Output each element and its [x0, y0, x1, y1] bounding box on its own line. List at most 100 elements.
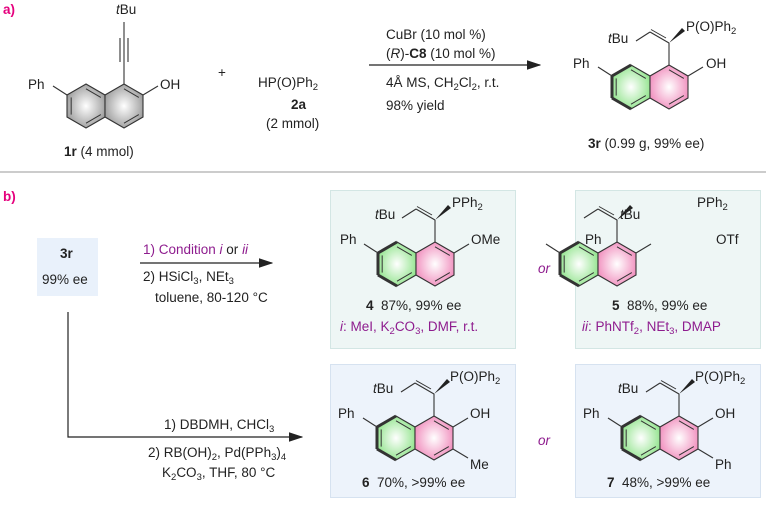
tbu-bond — [583, 208, 599, 219]
double-bond — [395, 420, 412, 430]
wedge-bond — [669, 28, 685, 43]
compound-1r-label: 1r (4 mmol) — [64, 144, 134, 159]
ph-bond — [597, 66, 613, 77]
vinyl-double-bond — [659, 382, 680, 395]
right-ring — [597, 241, 637, 287]
double-bond — [433, 446, 450, 456]
vinyl-double-bond — [415, 380, 432, 390]
p7-result: 7 48%, >99% ee — [607, 475, 711, 490]
reagent-formula: HP(O)Ph2 — [258, 75, 319, 93]
p4-ph: Ph — [340, 232, 357, 247]
double-bond — [434, 272, 451, 282]
ph-bond — [363, 243, 379, 254]
double-bond — [630, 95, 647, 105]
vinyl-double-bond — [415, 208, 436, 221]
p4-ome: OMe — [471, 232, 501, 247]
right-ring — [414, 415, 454, 461]
r2-bond — [687, 66, 704, 77]
product-tbu-label: tBu — [608, 31, 629, 46]
double-bond — [123, 114, 140, 124]
double-bond — [678, 446, 695, 456]
wedge-bond — [435, 205, 451, 220]
p7-oh: OH — [715, 406, 736, 421]
p5-result: 5 88%, 99% ee — [612, 298, 708, 313]
start-ee: 99% ee — [42, 272, 88, 287]
bold-bond — [377, 273, 398, 288]
route2-step3: K2CO3, THF, 80 °C — [162, 465, 276, 483]
bold-bond — [377, 240, 398, 255]
p7-ph: Ph — [583, 406, 600, 421]
vinyl-double-bond — [650, 29, 667, 39]
right-ring — [415, 241, 455, 287]
double-bond — [123, 88, 140, 98]
section-label-a: a) — [3, 2, 16, 17]
start-id: 3r — [60, 246, 73, 261]
r2-bond — [697, 417, 714, 428]
product-oh-label: OH — [706, 56, 727, 71]
condition-line-2: (R)-C8 (10 mol %) — [386, 46, 496, 61]
right-ring — [649, 64, 689, 110]
p6-oh: OH — [470, 406, 491, 421]
p5-otf: OTf — [716, 232, 739, 247]
section-label-b: b) — [3, 189, 16, 204]
double-bond — [616, 272, 633, 282]
condition-line-1: CuBr (10 mol %) — [386, 27, 486, 42]
bold-bond — [611, 96, 632, 111]
vinyl-double-bond — [416, 206, 433, 216]
product-p-label: P(O)Ph2 — [686, 19, 737, 37]
bold-bond — [621, 447, 642, 462]
p7-ph2: Ph — [715, 457, 732, 472]
double-bond — [578, 272, 595, 282]
or-label-top: or — [538, 261, 551, 276]
double-bond — [85, 88, 102, 98]
ph-label: Ph — [28, 77, 45, 92]
p5-pph2: PPh2 — [697, 195, 728, 213]
ph-bond — [52, 85, 68, 96]
r2-bond — [453, 243, 470, 254]
vinyl-double-bond — [649, 31, 670, 44]
double-bond — [434, 246, 451, 256]
vinyl-double-bond — [414, 382, 435, 395]
bold-bond — [376, 447, 397, 462]
p4-tbu: tBu — [375, 207, 396, 222]
double-bond — [668, 95, 685, 105]
p5-tbu: tBu — [620, 207, 641, 222]
double-bond — [395, 446, 412, 456]
ph-bond — [545, 243, 561, 254]
p7-p: P(O)Ph2 — [695, 369, 746, 387]
p4-pph2: PPh2 — [452, 195, 483, 213]
route1-step2: 2) HSiCl3, NEt3 — [143, 269, 234, 287]
right-ring — [659, 415, 699, 461]
double-bond — [616, 246, 633, 256]
p7-tbu: tBu — [618, 381, 639, 396]
product-ph-label: Ph — [573, 56, 590, 71]
double-bond — [396, 272, 413, 282]
p6-ph: Ph — [338, 406, 355, 421]
double-bond — [396, 246, 413, 256]
wedge-bond — [617, 205, 633, 220]
double-bond — [85, 114, 102, 124]
right-ring — [104, 83, 144, 129]
p6-tbu: tBu — [373, 381, 394, 396]
ph-bond — [607, 417, 623, 428]
double-bond — [630, 69, 647, 79]
oh-label: OH — [160, 77, 181, 92]
vinyl-double-bond — [660, 380, 677, 390]
plus-sign: + — [218, 65, 226, 80]
p5-ph: Ph — [585, 232, 602, 247]
p6-result: 6 70%, >99% ee — [362, 475, 466, 490]
bold-bond — [621, 414, 642, 429]
route2-step2: 2) RB(OH)2, Pd(PPh3)4 — [148, 445, 287, 463]
bold-bond — [559, 273, 580, 288]
reagent-id: 2a — [291, 97, 307, 112]
bold-bond — [376, 414, 397, 429]
condition-line-3: 4Å MS, CH2Cl2, r.t. — [386, 75, 500, 93]
tbu-bond — [635, 31, 651, 42]
bold-bond — [559, 240, 580, 255]
start-material-box — [37, 238, 98, 296]
double-bond — [640, 420, 657, 430]
bold-bond — [611, 63, 632, 78]
tbu-label: tBu — [116, 2, 137, 17]
r3-bond — [452, 448, 469, 459]
